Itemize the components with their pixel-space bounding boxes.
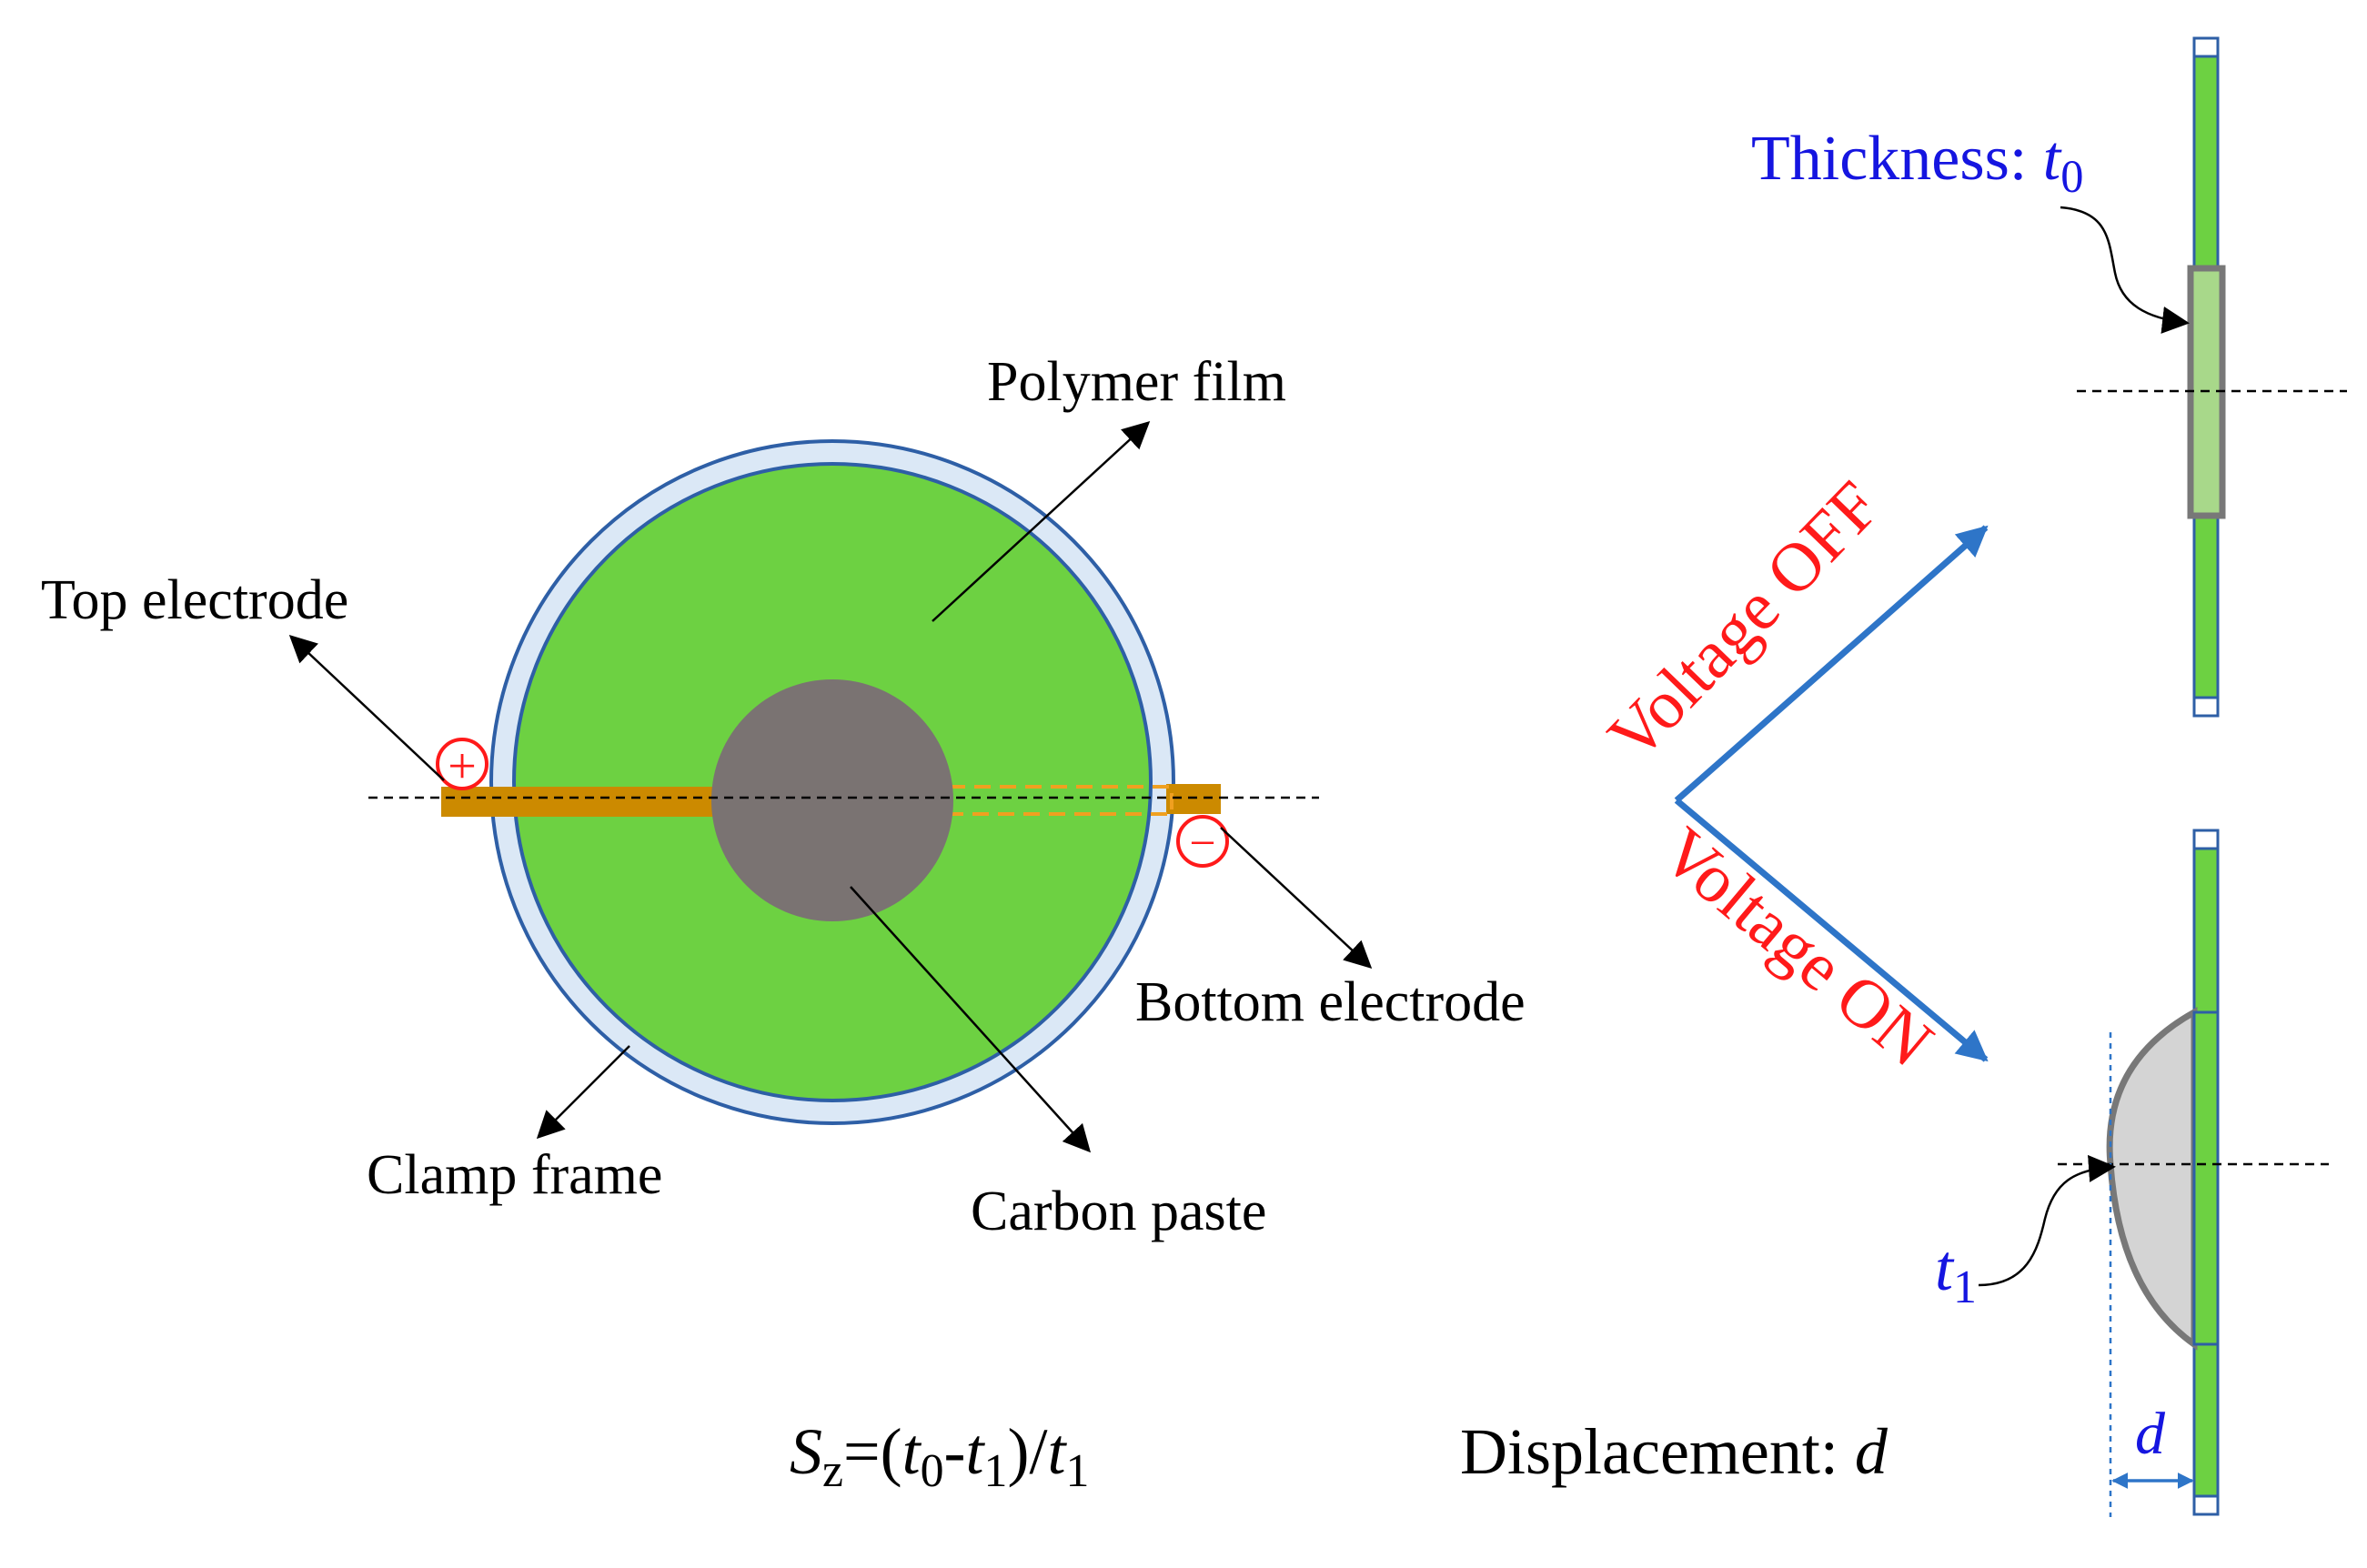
- clamp-cap-bottom-on: [2192, 1494, 2220, 1516]
- film-center-outline: [2192, 1010, 2220, 1346]
- top-electrode-leader: [288, 634, 445, 781]
- carbon-paste-disk: [711, 679, 953, 921]
- clamp-cap-bottom: [2192, 696, 2220, 718]
- voltage-on-label: Voltage ON: [1647, 813, 1947, 1081]
- t1-leader: [1978, 1154, 2116, 1287]
- state-transition: Voltage OFF Voltage ON: [1594, 467, 1989, 1081]
- t1-label: t1: [1935, 1231, 1977, 1313]
- actuator-top-view: + − Polymer film Top electrode Bottom el…: [41, 351, 1526, 1242]
- cross-section-on: t1 d: [1935, 829, 2329, 1517]
- clamp-frame-label: Clamp frame: [367, 1144, 662, 1206]
- top-electrode-label: Top electrode: [41, 569, 348, 631]
- bottom-electrode-tab: [1166, 784, 1221, 814]
- bottom-electrode-leader: [1220, 827, 1373, 970]
- thickness-label: Thickness: t0: [1751, 124, 2083, 202]
- bulged-carbon-region: [2106, 1007, 2198, 1351]
- cross-section-off: Thickness: t0: [1751, 36, 2347, 718]
- top-electrode-strip: [441, 787, 714, 817]
- negative-terminal-icon: [1176, 815, 1229, 868]
- positive-terminal-icon: [436, 738, 489, 790]
- positive-terminal-symbol: +: [448, 739, 477, 795]
- polymer-film-leader: [932, 420, 1151, 622]
- clamp-cap-top-on: [2192, 829, 2220, 850]
- voltage-off-label: Voltage OFF: [1594, 467, 1895, 774]
- negative-terminal-symbol: −: [1189, 818, 1215, 869]
- bottom-electrode-label: Bottom electrode: [1135, 971, 1526, 1033]
- polymer-film-label: Polymer film: [987, 351, 1286, 413]
- voltage-on-arrow: [1674, 798, 1989, 1062]
- displacement-label: Displacement: d: [1460, 1415, 1889, 1488]
- thickness-leader: [2060, 206, 2190, 334]
- carbon-paste-label: Carbon paste: [971, 1181, 1266, 1242]
- voltage-off-arrow: [1674, 525, 1989, 803]
- displacement-marker-label: d: [2135, 1401, 2166, 1467]
- carbon-paste-leader: [850, 886, 1092, 1153]
- clamp-frame-leader: [536, 1045, 630, 1140]
- strain-formula: Sz=(t0-t1)/t1: [790, 1415, 1089, 1497]
- clamp-cap-top: [2192, 36, 2220, 58]
